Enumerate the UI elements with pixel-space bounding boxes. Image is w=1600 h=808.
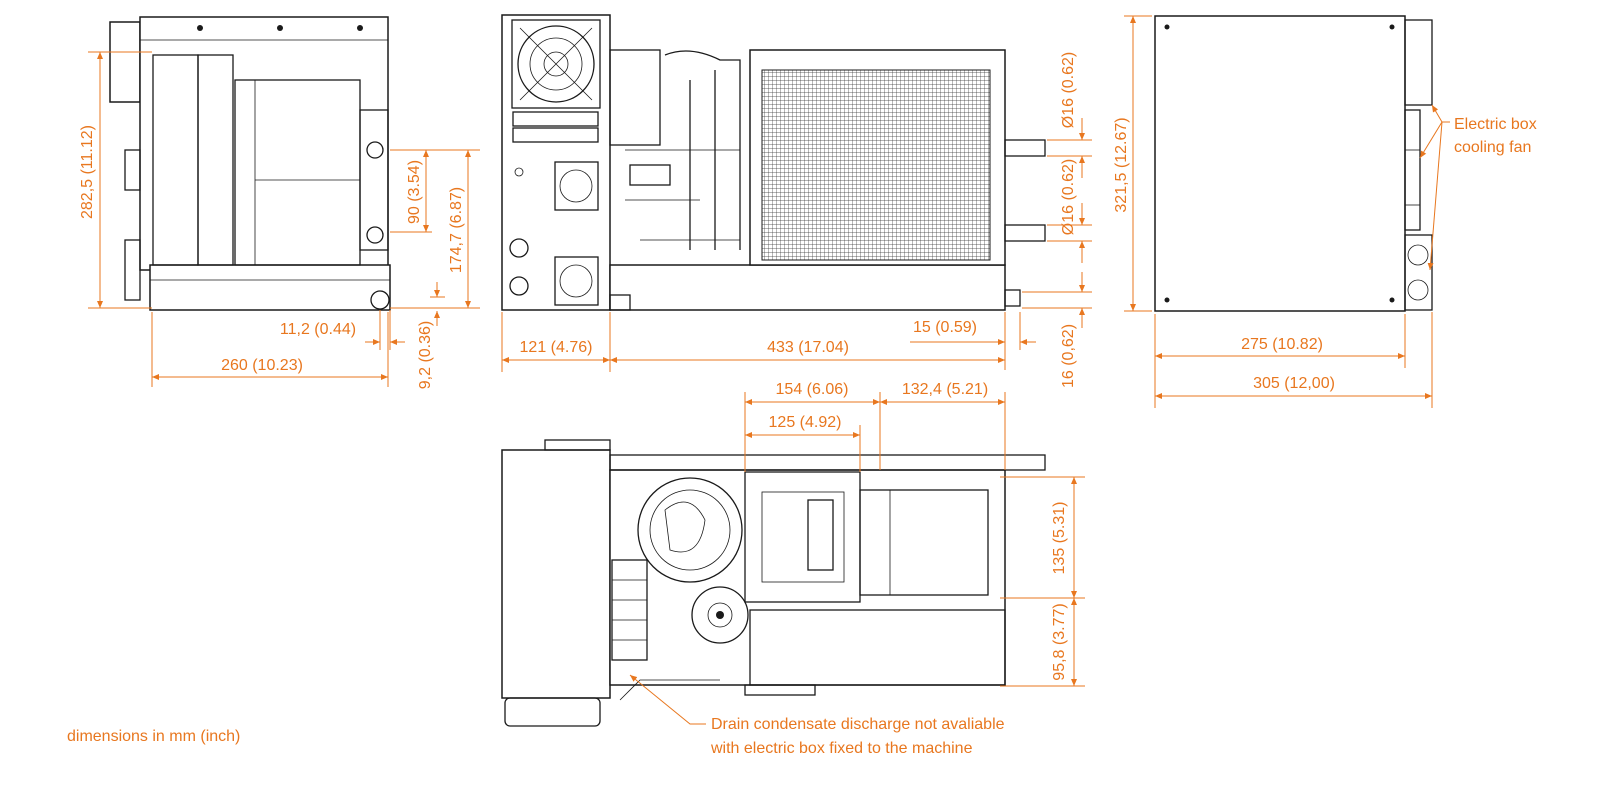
left-view-dimensions: 282,5 (11.12) 174,7 (6.87) 90 (3.54) 11,…	[79, 51, 480, 389]
dim-154: 154 (6.06)	[776, 381, 849, 398]
dim-pipe-diameter-top: Ø16 (0.62)	[1060, 52, 1077, 128]
units-note: dimensions in mm (inch)	[67, 728, 240, 745]
dim-width-left: 260 (10.23)	[221, 357, 303, 374]
dim-125: 125 (4.92)	[769, 414, 842, 431]
dim-width-overall: 305 (12,00)	[1253, 375, 1335, 392]
dim-pipe-diameter-bottom: Ø16 (0.62)	[1060, 159, 1077, 235]
front-view	[501, 14, 1046, 311]
dim-bottom-offset: 9,2 (0.36)	[417, 321, 434, 389]
callout-fan-line1: Electric box	[1454, 116, 1537, 133]
dim-right-height: 321,5 (12.67)	[1113, 117, 1130, 212]
dim-bottom-height: 16 (0,62)	[1060, 324, 1077, 388]
callout-drain-line1: Drain condensate discharge not avaliable	[711, 716, 1005, 733]
dim-port-spacing: 90 (3.54)	[406, 160, 423, 224]
left-side-view	[109, 16, 391, 311]
dim-pipe-protrusion: 15 (0.59)	[913, 319, 977, 336]
top-view-dimensions: 154 (6.06) 132,4 (5.21) 125 (4.92) 135 (…	[629, 381, 1085, 757]
right-side-view	[1154, 15, 1433, 312]
right-view-dimensions: 321,5 (12.67) 275 (10.82) 305 (12,00) El…	[1113, 15, 1537, 408]
dim-height-overall: 282,5 (11.12)	[79, 125, 96, 219]
dim-height-port: 174,7 (6.87)	[448, 187, 465, 273]
front-view-dimensions: Ø16 (0.62) Ø16 (0.62) 16 (0,62) 15 (0.59…	[501, 52, 1092, 388]
dim-main-width: 433 (17.04)	[767, 339, 849, 356]
dim-port-offset: 11,2 (0.44)	[280, 321, 356, 338]
top-view	[501, 439, 1046, 727]
dim-135: 135 (5.31)	[1051, 502, 1068, 575]
dim-132: 132,4 (5.21)	[902, 381, 988, 398]
callout-drain-line2: with electric box fixed to the machine	[710, 740, 973, 757]
callout-fan-line2: cooling fan	[1454, 139, 1531, 156]
dim-box-width: 121 (4.76)	[520, 339, 593, 356]
dim-width-inner: 275 (10.82)	[1241, 336, 1323, 353]
dim-95: 95,8 (3.77)	[1051, 603, 1068, 680]
